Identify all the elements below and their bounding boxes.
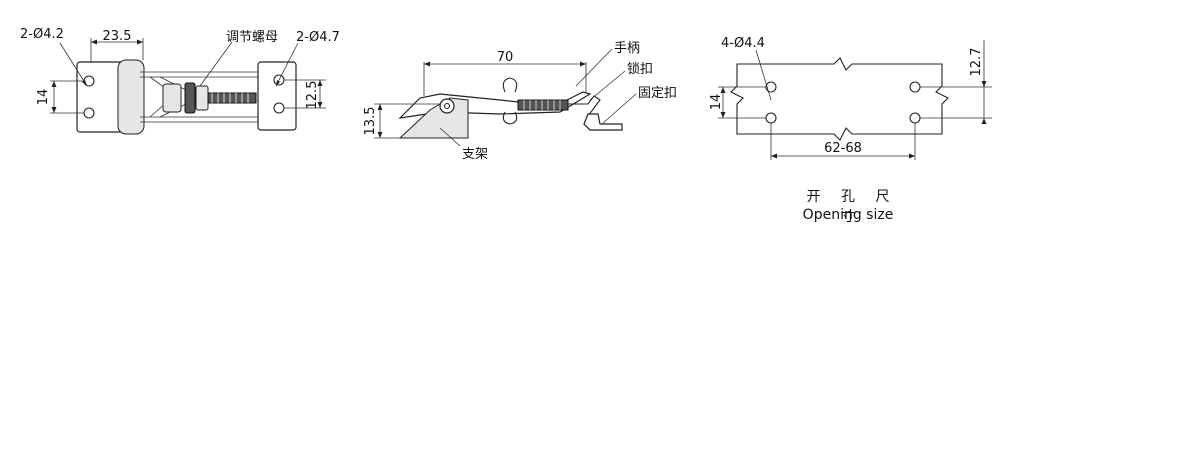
dim-12-7: 12.7	[920, 40, 992, 124]
dim-height-label: 13.5	[363, 107, 378, 136]
threaded-rod	[207, 92, 257, 104]
latch-label: 锁扣	[627, 61, 653, 77]
dim-width-label: 23.5	[103, 29, 132, 44]
dim-14-top-view: 14	[36, 80, 84, 114]
fixed-catch-label: 固定扣	[638, 86, 677, 101]
hole-left-label: 2-Ø4.2	[20, 27, 64, 42]
dim-14-opening: 14	[709, 86, 766, 119]
opening-view: 4-Ø4.4 14 12.7 62-68	[709, 36, 992, 160]
opening-hole-3	[909, 81, 921, 93]
opening-dim-height-right-label: 12.7	[969, 48, 984, 77]
dim-12-5: 12.5	[284, 79, 326, 110]
opening-holes-label: 4-Ø4.4	[721, 36, 765, 51]
dim-13-5: 13.5	[363, 103, 440, 139]
dim-62-68: 62-68	[770, 123, 916, 160]
bracket-label: 支架	[462, 147, 488, 162]
handle-label: 手柄	[614, 41, 640, 56]
spring	[517, 99, 569, 111]
dim-length-label: 70	[497, 50, 514, 65]
left-plate-boss	[117, 59, 145, 135]
opening-caption-en: Opening size	[802, 207, 894, 223]
opening-dim-spacing-label: 62-68	[824, 141, 862, 156]
fixed-catch-shape	[583, 113, 623, 131]
opening-outline	[730, 57, 949, 141]
opening-caption-cn: 开 孔 尺 寸	[806, 189, 898, 225]
top-view: 23.5 14 12.5 2-Ø4.2 2-Ø4.7 调节螺母	[20, 27, 340, 135]
hole-right-label: 2-Ø4.7	[296, 30, 340, 45]
side-view: 70 13.5 手柄 锁扣 固定扣 支架	[363, 41, 677, 162]
opening-hole-4	[909, 112, 921, 124]
dim-height-right-label: 12.5	[305, 81, 320, 110]
right-catch-plate	[257, 61, 297, 131]
opening-dim-height-left-label: 14	[709, 94, 724, 111]
opening-hole-2	[765, 112, 777, 124]
dim-70: 70	[423, 50, 587, 96]
adjust-nut-label: 调节螺母	[226, 30, 278, 45]
dim-23-5: 23.5	[90, 29, 144, 62]
dim-height-left-label: 14	[36, 89, 51, 106]
adjust-nut-shape	[162, 82, 209, 114]
